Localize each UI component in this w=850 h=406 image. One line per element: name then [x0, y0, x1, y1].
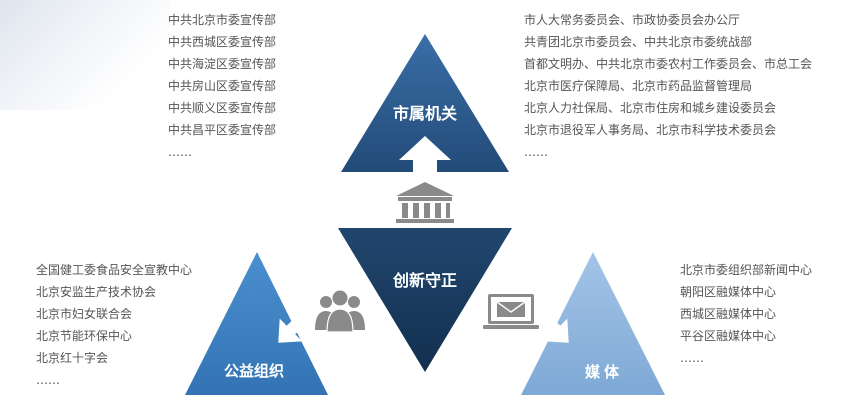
list-item: 北京市退役军人事务局、北京市科学技术委员会 — [524, 123, 777, 137]
list-item: 中共昌平区委宣传部 — [168, 123, 277, 137]
laptop-mail-icon — [483, 294, 539, 329]
top-left-org-list: 中共北京市委宣传部中共西城区委宣传部中共海淀区委宣传部中共房山区委宣传部中共顺义… — [168, 9, 276, 163]
corner-gradient — [0, 0, 170, 110]
list-item: 北京安监生产技术协会 — [36, 285, 157, 299]
arrow-down-left-icon — [278, 313, 308, 343]
list-item: 中共北京市委宣传部 — [168, 13, 277, 27]
top-triangle — [341, 34, 509, 172]
left-triangle-label: 公益组织 — [224, 362, 284, 380]
top-triangle-label: 市属机关 — [393, 104, 457, 123]
list-item: 全国健工委食品安全宣教中心 — [36, 263, 193, 277]
center-triangle-label: 创新守正 — [392, 271, 457, 290]
list-item: 西城区融媒体中心 — [680, 307, 777, 321]
list-item: 北京人力社保局、北京市住房和城乡建设委员会 — [524, 101, 777, 115]
media-org-list: 北京市委组织部新闻中心朝阳区融媒体中心西城区融媒体中心平谷区融媒体中心 …… — [680, 259, 812, 369]
group-people-icon — [315, 290, 365, 333]
list-item: 市人大常务委员会、市政协委员会办公厅 — [524, 13, 741, 27]
public-welfare-org-list: 全国健工委食品安全宣教中心北京安监生产技术协会北京市妇女联合会北京节能环保中心北… — [36, 259, 192, 391]
list-item: …… — [36, 373, 60, 387]
list-item: 首都文明办、中共北京市委农村工作委员会、市总工会 — [524, 57, 813, 71]
list-item: 中共西城区委宣传部 — [168, 35, 277, 49]
list-item: 中共顺义区委宣传部 — [168, 101, 277, 115]
list-item: 北京节能环保中心 — [36, 329, 133, 343]
list-item: 北京市妇女联合会 — [36, 307, 133, 321]
government-building-icon — [396, 182, 454, 223]
list-item: 共青团北京市委员会、中共北京市委统战部 — [524, 35, 753, 49]
list-item: 北京红十字会 — [36, 351, 109, 365]
list-item: 中共海淀区委宣传部 — [168, 57, 277, 71]
list-item: …… — [524, 145, 548, 159]
list-item: 北京市委组织部新闻中心 — [680, 263, 813, 277]
arrow-down-right-icon — [539, 313, 569, 343]
arrow-up-icon — [399, 136, 451, 178]
top-right-org-list: 市人大常务委员会、市政协委员会办公厅共青团北京市委员会、中共北京市委统战部首都文… — [524, 9, 812, 163]
right-triangle-label: 媒体 — [585, 363, 623, 381]
list-item: 朝阳区融媒体中心 — [680, 285, 777, 299]
list-item: …… — [680, 351, 704, 365]
center-triangle — [338, 228, 512, 372]
list-item: …… — [168, 145, 192, 159]
right-triangle — [521, 252, 665, 395]
list-item: 北京市医疗保障局、北京市药品监督管理局 — [524, 79, 753, 93]
list-item: 平谷区融媒体中心 — [680, 329, 777, 343]
list-item: 中共房山区委宣传部 — [168, 79, 277, 93]
left-triangle — [185, 252, 328, 395]
